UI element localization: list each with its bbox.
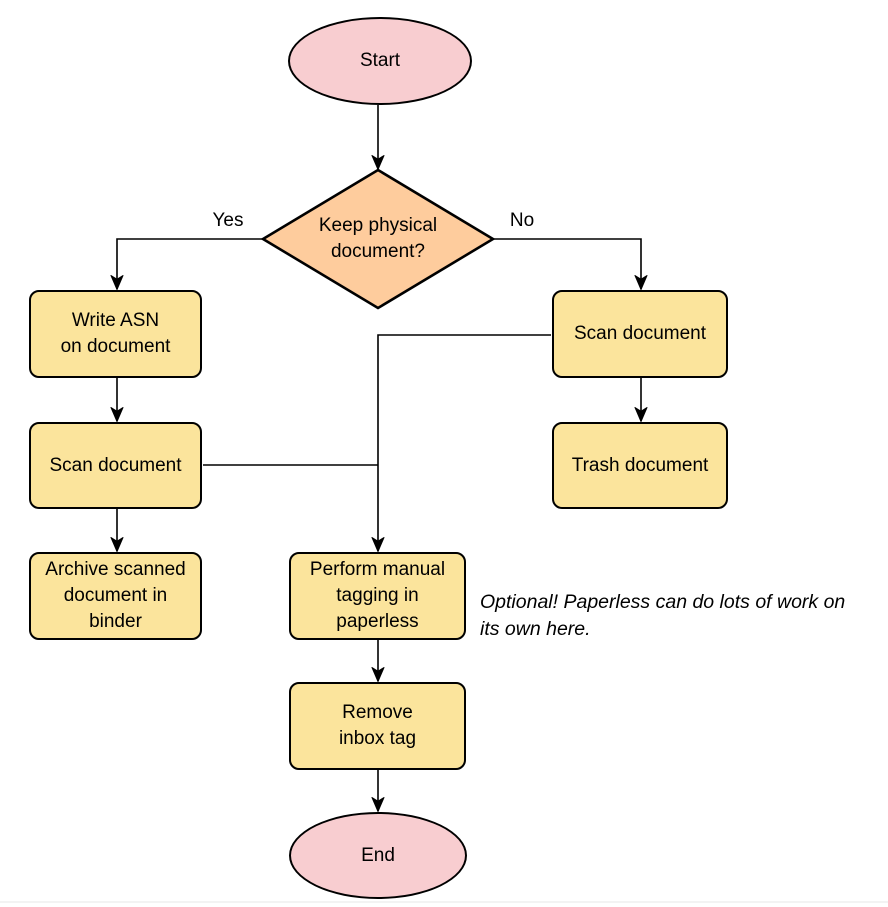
node-remove-inbox-tag-label: Remove inbox tag [338,702,417,749]
node-scan-document-right: Scan document [552,290,728,378]
node-start-label: Start [359,50,401,71]
edge-label-no: No [509,210,535,231]
edge-decision-no-to-scan-right [492,238,648,290]
edge-scan-right-to-tagging [371,334,551,552]
node-decision: Keep physical document? [288,195,468,283]
node-end: End [289,812,467,899]
node-end-label: End [361,844,395,866]
node-archive-binder: Archive scanned document in binder [29,552,202,640]
edge-decision-yes-to-write-asn [110,238,264,290]
node-decision-label: Keep physical document? [318,215,438,262]
node-scan-document-right-label: Scan document [573,323,707,344]
node-start: Start [288,17,472,105]
node-archive-binder-label: Archive scanned document in binder [45,559,186,632]
edge-label-yes: Yes [212,210,244,231]
bottom-divider [0,901,888,903]
node-trash-document-label: Trash document [571,454,709,476]
node-manual-tagging-label: Perform manual tagging in paperless [309,559,446,632]
note-optional: Optional! Paperless can do lots of work … [480,591,846,640]
node-write-asn: Write ASN on document [29,290,202,378]
node-manual-tagging: Perform manual tagging in paperless [289,552,466,640]
node-scan-document-left: Scan document [29,422,202,509]
node-remove-inbox-tag: Remove inbox tag [289,682,466,770]
node-scan-document-left-label: Scan document [49,454,182,476]
node-trash-document: Trash document [552,422,728,509]
node-write-asn-label: Write ASN on document [60,310,171,357]
